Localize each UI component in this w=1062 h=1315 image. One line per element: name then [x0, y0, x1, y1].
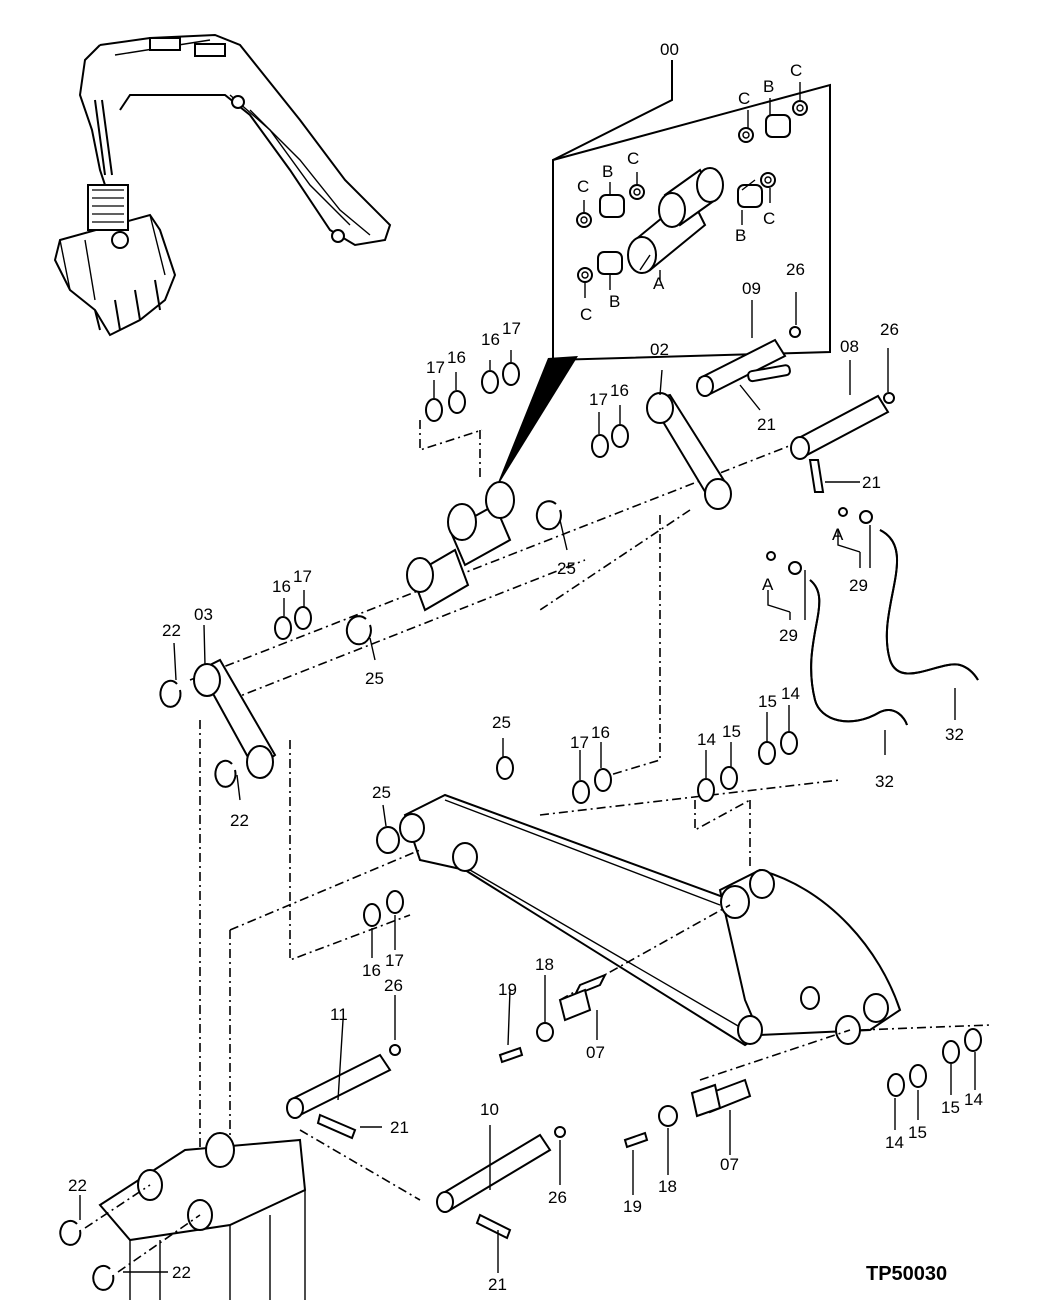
callout-19: 19: [498, 980, 517, 999]
callout-17: 17: [385, 951, 404, 970]
kit-key-b: B: [735, 226, 746, 245]
callout-14: 14: [964, 1090, 983, 1109]
callout-14: 14: [781, 684, 800, 703]
callout-18: 18: [658, 1177, 677, 1196]
callout-14: 14: [697, 730, 716, 749]
callout-10: 10: [480, 1100, 499, 1119]
hydraulic-hoses: [766, 507, 979, 726]
callout-16: 16: [362, 961, 381, 980]
callout-14: 14: [885, 1133, 904, 1152]
callout-03: 03: [194, 605, 213, 624]
callout-25: 25: [372, 783, 391, 802]
kit-key-c: C: [577, 177, 589, 196]
boom-body: [199, 420, 991, 1150]
callout-26: 26: [786, 260, 805, 279]
callout-26: 26: [880, 320, 899, 339]
callout-17: 17: [293, 567, 312, 586]
callout-16: 16: [447, 348, 466, 367]
callout-11: 11: [330, 1005, 348, 1024]
kit-detail-box: [495, 60, 831, 490]
callout-08: 08: [840, 337, 859, 356]
callout-22: 22: [230, 811, 249, 830]
callout-32: 32: [875, 772, 894, 791]
callout-21: 21: [757, 415, 776, 434]
drawing-reference-number: TP50030: [866, 1263, 947, 1285]
callout-07: 07: [720, 1155, 739, 1174]
callout-25: 25: [557, 559, 576, 578]
callout-26: 26: [548, 1188, 567, 1207]
callout-09: 09: [742, 279, 761, 298]
excavator-overview-sketch: [53, 33, 392, 337]
callout-19: 19: [623, 1197, 642, 1216]
callout-16: 16: [610, 381, 629, 400]
callout-22: 22: [172, 1263, 191, 1282]
callout-17: 17: [426, 358, 445, 377]
upper-link-assembly: [159, 326, 895, 788]
callout-15: 15: [941, 1098, 960, 1117]
callout-26: 26: [384, 976, 403, 995]
callout-21: 21: [390, 1118, 409, 1137]
kit-key-c: C: [580, 305, 592, 324]
callout-17: 17: [589, 390, 608, 409]
kit-key-b: B: [602, 162, 613, 181]
callout-16: 16: [591, 723, 610, 742]
callout-15: 15: [908, 1123, 927, 1142]
callout-17: 17: [570, 733, 589, 752]
kit-key-c: C: [738, 89, 750, 108]
callout-07: 07: [586, 1043, 605, 1062]
kit-key-c: C: [763, 209, 775, 228]
callout-22: 22: [68, 1176, 87, 1195]
callout-29: 29: [849, 576, 868, 595]
kit-key-c: C: [790, 61, 802, 80]
kit-key-b: B: [763, 77, 774, 96]
callout-16: 16: [481, 330, 500, 349]
kit-key-a: A: [653, 274, 665, 293]
callout-25: 25: [492, 713, 511, 732]
callout-32: 32: [945, 725, 964, 744]
callout-15: 15: [722, 722, 741, 741]
kit-key-a: A: [832, 525, 844, 544]
kit-key-b: B: [609, 292, 620, 311]
callout-29: 29: [779, 626, 798, 645]
callout-labels: 00 02 03 07 07 08 09 10 11 14 15 15 14 1…: [68, 40, 983, 1294]
callout-16: 16: [272, 577, 291, 596]
leader-lines: [79, 179, 976, 1273]
callout-22: 22: [162, 621, 181, 640]
callout-18: 18: [535, 955, 554, 974]
callout-00: 00: [660, 40, 679, 59]
callout-02: 02: [650, 340, 669, 359]
callout-17: 17: [502, 319, 521, 338]
kit-key-c: C: [627, 149, 639, 168]
kit-key-a: A: [762, 575, 774, 594]
callout-21: 21: [488, 1275, 507, 1294]
callout-15: 15: [758, 692, 777, 711]
callout-21: 21: [862, 473, 881, 492]
boom-foot-bracket: [59, 1044, 566, 1300]
callout-25: 25: [365, 669, 384, 688]
